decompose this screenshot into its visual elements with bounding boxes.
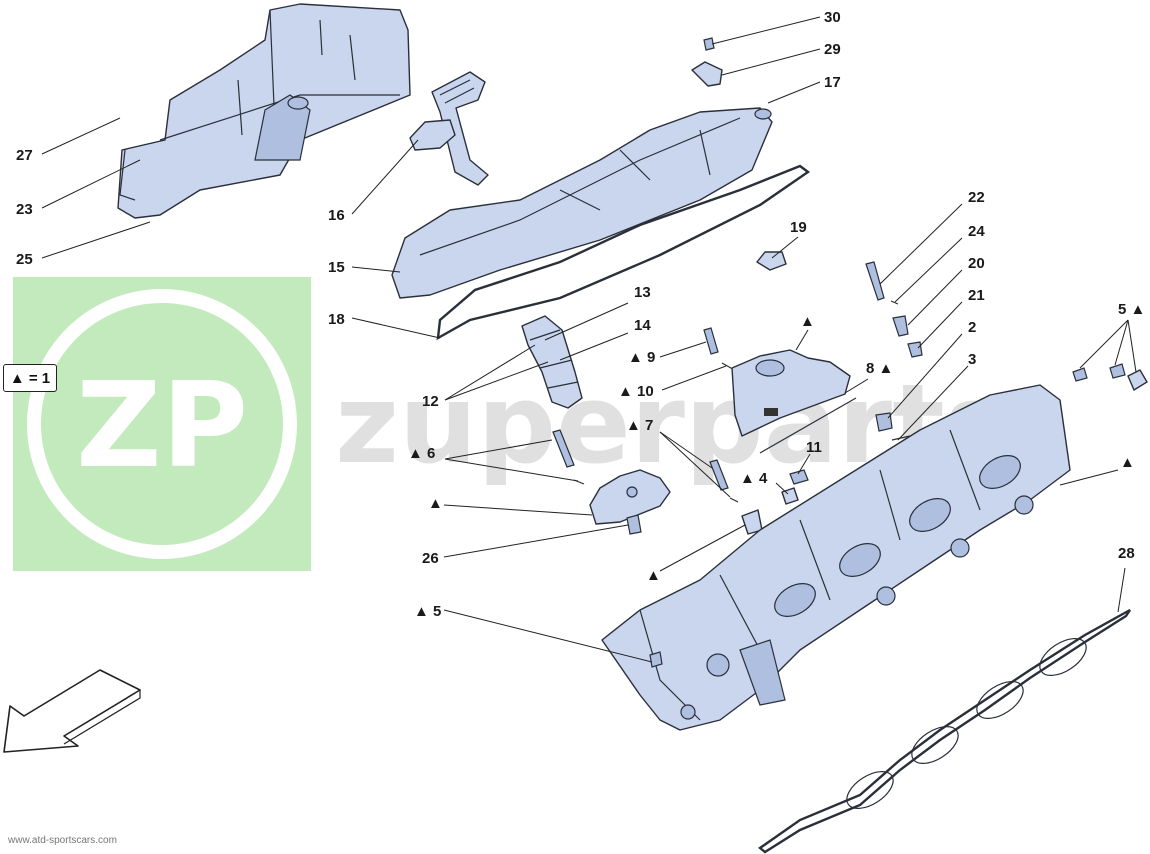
callout-21: 21 bbox=[968, 287, 985, 304]
callout-13: 13 bbox=[634, 284, 651, 301]
callout-28: 28 bbox=[1118, 545, 1135, 562]
cylinder-head-part bbox=[601, 384, 1071, 731]
direction-arrow bbox=[3, 669, 141, 753]
cap-part bbox=[756, 251, 787, 271]
bolt-7-part bbox=[709, 459, 739, 503]
callout-5-right: 5 ▲ bbox=[1118, 301, 1145, 318]
callout-8: 8 ▲ bbox=[866, 360, 893, 377]
callout-2: 2 bbox=[968, 319, 976, 336]
heat-shield-part bbox=[117, 3, 411, 219]
callout-18: 18 bbox=[328, 311, 345, 328]
sensor-part bbox=[691, 37, 723, 87]
callout-23: 23 bbox=[16, 201, 33, 218]
callout-25: 25 bbox=[16, 251, 33, 268]
callout-24: 24 bbox=[968, 223, 985, 240]
watermark-green-square bbox=[13, 277, 311, 571]
ignition-coil-part bbox=[431, 71, 489, 186]
watermark-logo-text: ZP bbox=[76, 356, 248, 494]
rod-part bbox=[759, 397, 911, 454]
callout-15: 15 bbox=[328, 259, 345, 276]
callout-27: 27 bbox=[16, 147, 33, 164]
watermark-ring bbox=[27, 289, 297, 559]
callout-labels: 30 29 17 27 23 25 16 15 18 19 22 24 20 2… bbox=[16, 9, 1145, 620]
callout-22: 22 bbox=[968, 189, 985, 206]
legend-box: ▲ = 1 bbox=[3, 364, 57, 392]
callout-6: ▲ 6 bbox=[408, 445, 435, 462]
solenoid-part bbox=[521, 315, 583, 409]
callout-5-left: ▲ 5 bbox=[414, 603, 441, 620]
callout-triangle-left-cap: ▲ bbox=[428, 495, 443, 512]
callout-triangle-small-cap: ▲ bbox=[646, 567, 661, 584]
callout-12: 12 bbox=[422, 393, 439, 410]
callout-29: 29 bbox=[824, 41, 841, 58]
bearing-cap-upper-part bbox=[731, 349, 851, 437]
callout-16: 16 bbox=[328, 207, 345, 224]
bolt-9-part bbox=[703, 327, 719, 355]
callout-30: 30 bbox=[824, 9, 841, 26]
leader-lines bbox=[41, 16, 1137, 663]
callout-triangle-head: ▲ bbox=[1120, 454, 1135, 471]
footer-url: www.atd-sportscars.com bbox=[8, 835, 117, 846]
callout-9: ▲ 9 bbox=[628, 349, 655, 366]
callout-20: 20 bbox=[968, 255, 985, 272]
callout-3: 3 bbox=[968, 351, 976, 368]
bearing-cap-left-part bbox=[589, 469, 671, 535]
callout-4: ▲ 4 bbox=[740, 470, 768, 487]
plug-cover-part bbox=[409, 119, 456, 151]
callout-26: 26 bbox=[422, 550, 439, 567]
plug-5-parts bbox=[1072, 363, 1148, 391]
callout-14: 14 bbox=[634, 317, 651, 334]
cam-cover-gasket-part bbox=[436, 164, 811, 341]
callout-17: 17 bbox=[824, 74, 841, 91]
cam-cover-part bbox=[391, 107, 773, 299]
callout-10: ▲ 10 bbox=[618, 383, 654, 400]
head-gasket-part bbox=[757, 608, 1131, 854]
callout-7: ▲ 7 bbox=[626, 417, 653, 434]
callout-11: 11 bbox=[806, 439, 822, 456]
stud-parts bbox=[865, 261, 923, 358]
callout-triangle-cap: ▲ bbox=[800, 313, 815, 330]
callout-19: 19 bbox=[790, 219, 807, 236]
